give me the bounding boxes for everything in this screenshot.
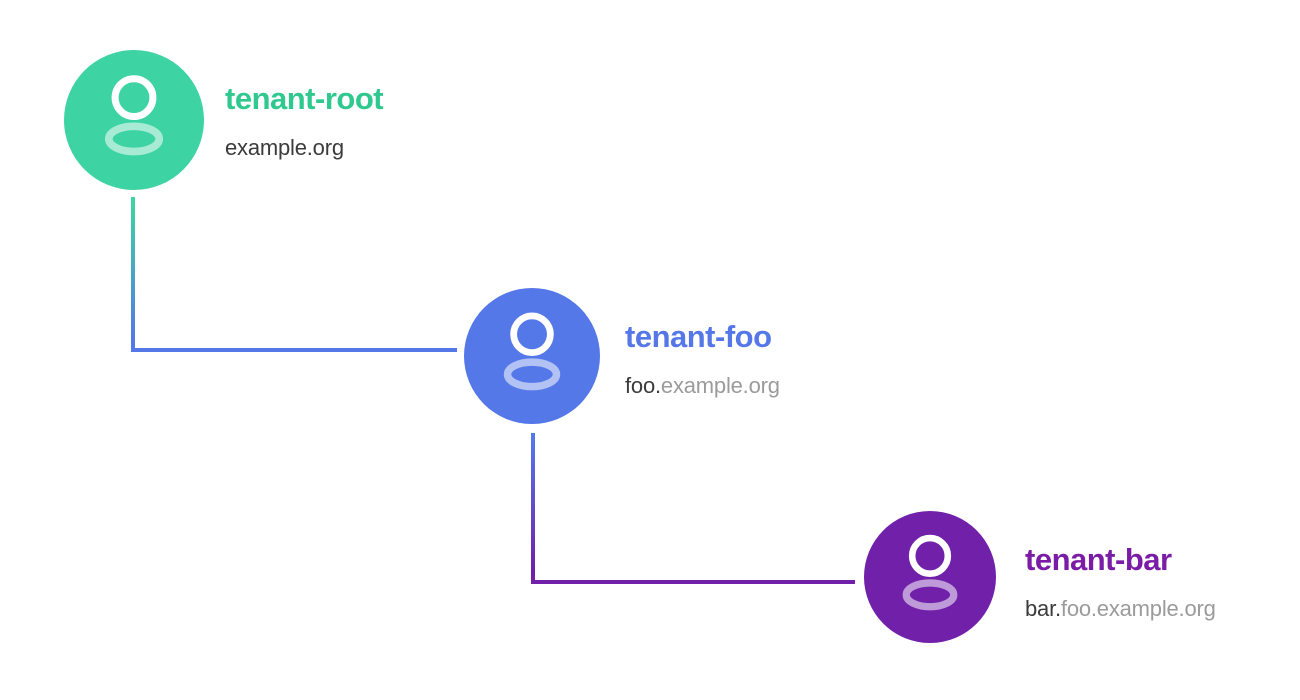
tenant-bar-domain: bar.foo.example.org [1025,598,1216,620]
connector-foo-to-bar-horizontal [531,580,855,584]
tenant-foo-labels: tenant-foo foo.example.org [625,321,780,397]
tenant-root-domain: example.org [225,137,383,159]
connector-root-to-foo-vertical [131,197,135,352]
user-icon [104,75,164,156]
domain-primary: foo. [625,373,661,398]
connector-root-to-foo-horizontal [131,348,457,352]
domain-primary: example.org [225,135,344,160]
tenant-root-avatar [64,50,204,190]
user-icon [902,534,958,611]
tenant-bar-avatar [864,511,996,643]
domain-primary: bar. [1025,596,1061,621]
tenant-foo-avatar [464,288,600,424]
tenant-root-title: tenant-root [225,81,384,116]
tenant-bar-title: tenant-bar [1025,542,1172,577]
tenant-foo-domain: foo.example.org [625,375,780,397]
tenant-root-labels: tenant-root example.org [225,81,384,159]
domain-secondary: example.org [660,373,780,398]
user-icon [503,312,561,391]
connector-foo-to-bar-vertical [531,433,535,584]
tenant-bar-labels: tenant-bar bar.foo.example.org [1025,544,1216,620]
tenant-foo-title: tenant-foo [625,319,772,354]
domain-secondary: foo.example.org [1060,596,1216,621]
